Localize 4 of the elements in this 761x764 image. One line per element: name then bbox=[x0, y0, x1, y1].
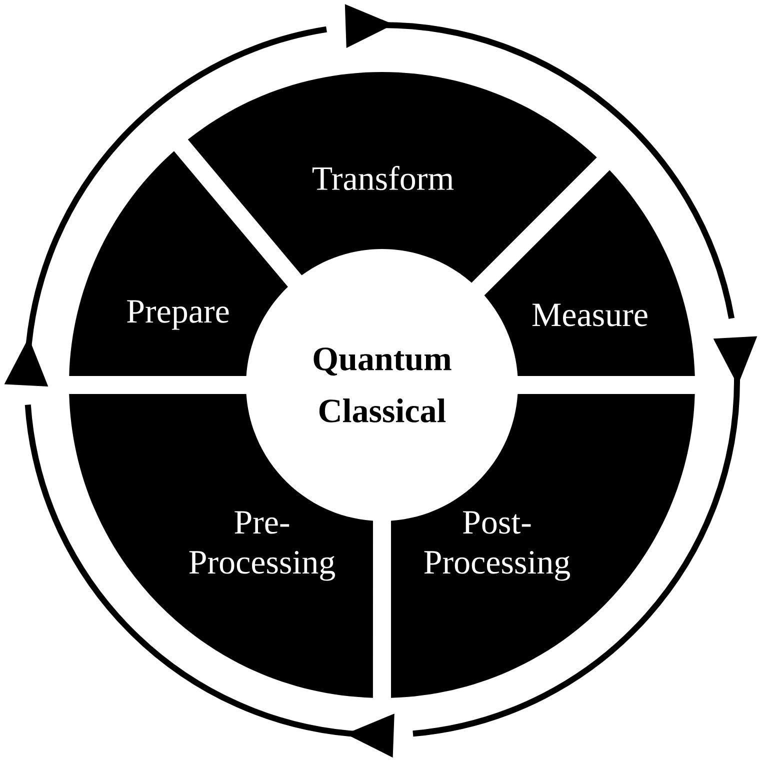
sector: Prepare bbox=[69, 151, 288, 376]
node-label: Transform bbox=[312, 166, 454, 190]
sector: Transform bbox=[188, 72, 597, 283]
sector: Measure bbox=[484, 170, 695, 376]
